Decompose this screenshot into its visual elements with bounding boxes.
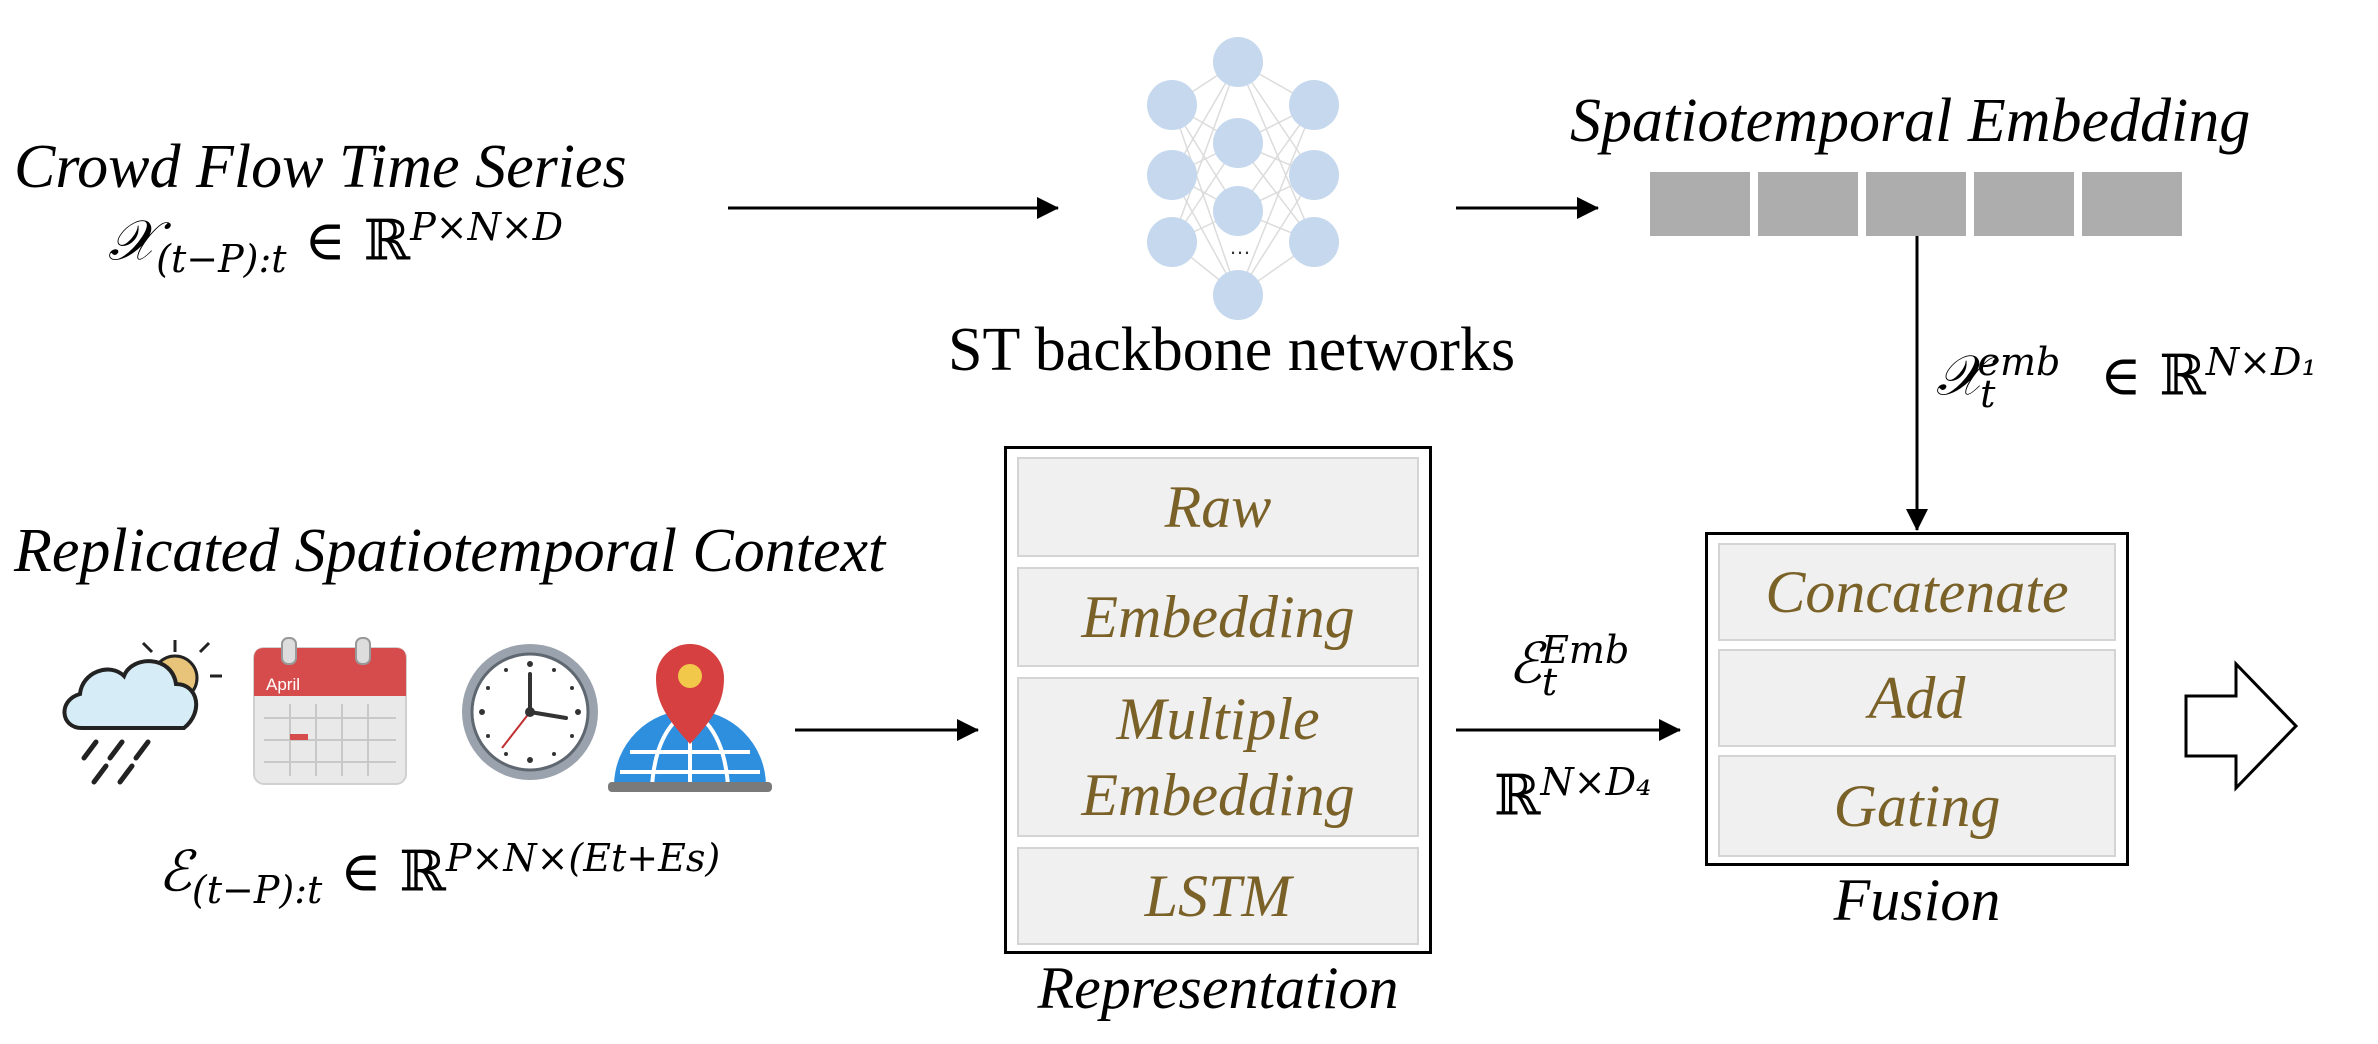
globe-pin-icon: [608, 644, 772, 792]
embedding-in: ∈ ℝ: [2100, 343, 2206, 409]
context-subscript: (t−P):t: [191, 867, 323, 912]
representation-option-lstm[interactable]: LSTM: [1017, 847, 1419, 945]
crowd-flow-formula: 𝒳(t−P):t ∈ ℝP×N×D: [108, 205, 563, 281]
fusion-option-concatenate[interactable]: Concatenate: [1718, 543, 2116, 641]
embedding-blocks: [1650, 172, 2182, 236]
crowd-flow-superscript: P×N×D: [410, 205, 564, 249]
context-embedding-superscript: Emb: [1541, 628, 1630, 672]
context-embedding-dim: N×D₄: [1540, 760, 1652, 804]
embedding-symbol: 𝒳: [1936, 343, 1985, 409]
context-embedding-symbol: ℰ: [1508, 631, 1542, 697]
embedding-superscript: emb: [1977, 340, 2061, 384]
context-superscript: P×N×(Et+Es): [445, 836, 721, 880]
representation-box: Raw Embedding Multiple Embedding LSTM: [1004, 446, 1432, 954]
backbone-network-icon: …: [1147, 37, 1339, 320]
embedding-dim: N×D₁: [2205, 340, 2317, 384]
context-embedding-subscript: t: [1541, 659, 1558, 704]
clock-icon: [462, 644, 598, 780]
embedding-formula: 𝒳temb ∈ ℝN×D₁: [1936, 340, 2317, 416]
context-in: ∈ ℝ: [340, 839, 446, 905]
embedding-subscript: t: [1980, 371, 1996, 416]
representation-option-embedding[interactable]: Embedding: [1017, 567, 1419, 667]
crowd-flow-symbol: 𝒳: [108, 208, 157, 274]
crowd-flow-title: Crowd Flow Time Series: [14, 133, 627, 201]
backbone-label: ST backbone networks: [948, 316, 1516, 384]
calendar-icon: April: [253, 637, 407, 785]
context-title: Replicated Spatiotemporal Context: [14, 517, 886, 585]
output-arrow-icon: [2184, 660, 2299, 792]
context-embedding-space: ℝN×D₄: [1494, 760, 1651, 829]
context-formula: ℰ(t−P):t ∈ ℝP×N×(Et+Es): [158, 836, 720, 912]
fusion-option-add[interactable]: Add: [1718, 649, 2116, 747]
crowd-flow-in: ∈ ℝ: [304, 208, 411, 274]
fusion-option-gating[interactable]: Gating: [1718, 755, 2116, 857]
calendar-month: April: [266, 675, 300, 694]
representation-caption: Representation: [1037, 955, 1399, 1021]
fusion-box: Concatenate Add Gating: [1705, 532, 2129, 866]
context-symbol: ℰ: [158, 839, 192, 905]
context-embedding-formula: ℰtEmb: [1508, 628, 1645, 704]
representation-option-raw[interactable]: Raw: [1017, 457, 1419, 557]
fusion-caption: Fusion: [1833, 867, 2001, 933]
backbone-ellipsis: …: [1229, 234, 1251, 259]
representation-option-multiple-embedding[interactable]: Multiple Embedding: [1017, 677, 1419, 837]
embedding-title: Spatiotemporal Embedding: [1570, 87, 2251, 155]
crowd-flow-subscript: (t−P):t: [156, 236, 287, 281]
weather-icon: [62, 640, 222, 785]
context-embedding-space-symbol: ℝ: [1494, 763, 1541, 829]
